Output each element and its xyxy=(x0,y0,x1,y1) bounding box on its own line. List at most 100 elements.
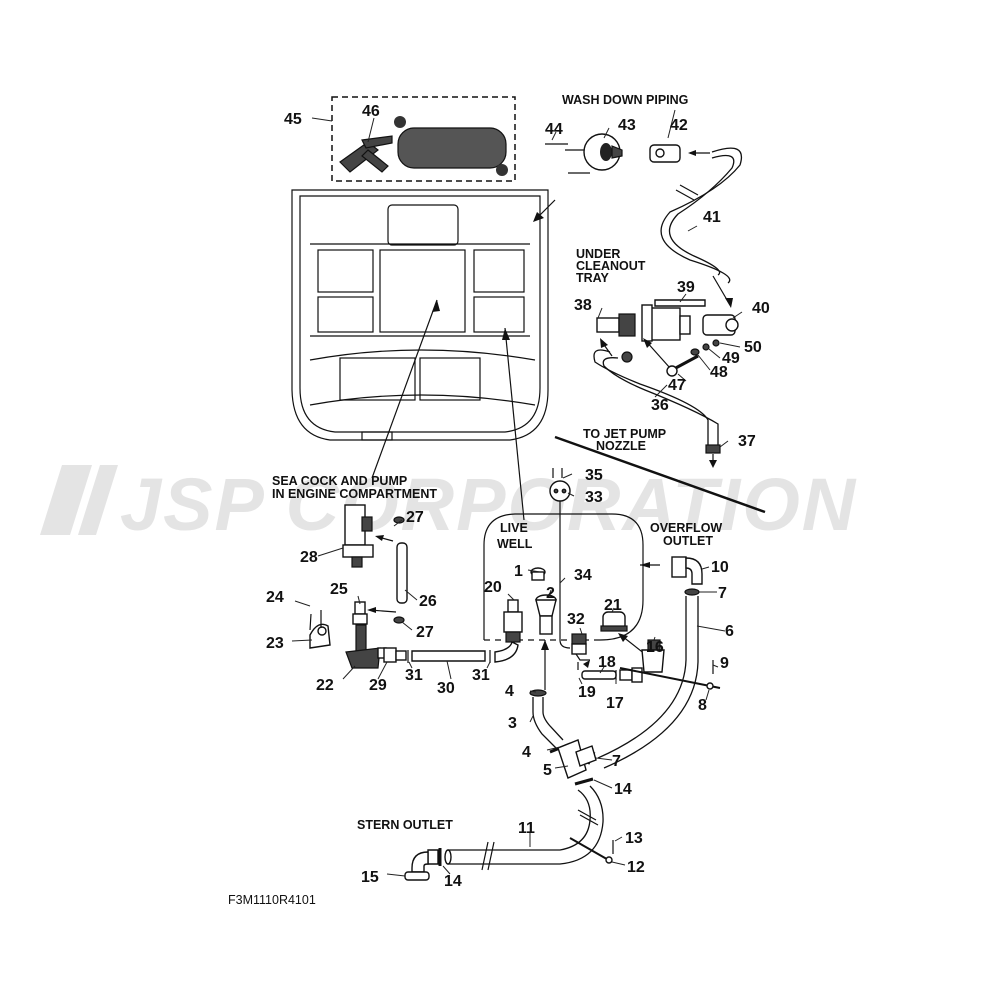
callout-22: 22 xyxy=(316,677,334,694)
caption-overflow-1: OVERFLOW xyxy=(650,521,722,535)
callout-8: 8 xyxy=(698,697,707,714)
hose-18 xyxy=(581,670,617,680)
callout-18: 18 xyxy=(598,654,616,671)
caption-stern-outlet: STERN OUTLET xyxy=(357,818,453,832)
boat-hull xyxy=(291,189,549,441)
coiled-hose-icon xyxy=(394,116,508,176)
callout-14: 14 xyxy=(444,873,462,890)
hose-26 xyxy=(396,542,408,604)
caption-sea-cock-1: SEA COCK AND PUMP xyxy=(272,474,407,488)
callout-28: 28 xyxy=(300,549,318,566)
callout-19: 19 xyxy=(578,684,596,701)
pump-28 xyxy=(342,504,374,568)
hose-30 xyxy=(411,650,486,662)
fitting-29 xyxy=(383,647,407,663)
fitting-25 xyxy=(352,601,368,625)
watermark: JSP CORPORATION xyxy=(40,463,857,546)
callout-20: 20 xyxy=(484,579,502,596)
hose-kit-box xyxy=(331,96,516,182)
connector-42 xyxy=(649,144,681,163)
thru-hull-2 xyxy=(535,594,557,635)
sea-cock-22 xyxy=(345,624,387,669)
callout-34: 34 xyxy=(574,567,592,584)
spray-nozzle-icon xyxy=(339,135,393,173)
callout-31: 31 xyxy=(405,667,423,684)
live-well-outline xyxy=(483,513,644,641)
callout-7: 7 xyxy=(718,585,727,602)
callout-48: 48 xyxy=(710,364,728,381)
callout-36: 36 xyxy=(651,397,669,414)
callout-42: 42 xyxy=(670,117,688,134)
callout-32: 32 xyxy=(567,611,585,628)
callout-37: 37 xyxy=(738,433,756,450)
leader-live-well xyxy=(504,327,525,521)
valve-20 xyxy=(503,599,523,643)
callout-39: 39 xyxy=(677,279,695,296)
callout-38: 38 xyxy=(574,297,592,314)
callout-46: 46 xyxy=(362,103,380,120)
caption-overflow-2: OUTLET xyxy=(663,534,713,548)
callout-35: 35 xyxy=(585,467,603,484)
caption-sea-cock-2: IN ENGINE COMPARTMENT xyxy=(272,487,437,501)
strainer-21 xyxy=(600,611,628,632)
callout-7: 7 xyxy=(612,753,621,770)
quick-connect-40 xyxy=(702,314,739,336)
fitting-1 xyxy=(530,567,546,581)
callout-25: 25 xyxy=(330,581,348,598)
callout-9: 9 xyxy=(720,655,729,672)
fitting-32 xyxy=(571,633,590,661)
cleanout-group xyxy=(593,275,743,468)
callout-29: 29 xyxy=(369,677,387,694)
callout-12: 12 xyxy=(627,859,645,876)
callout-40: 40 xyxy=(752,300,770,317)
callout-21: 21 xyxy=(604,597,622,614)
callout-50: 50 xyxy=(744,339,762,356)
callout-24: 24 xyxy=(266,589,284,606)
callout-27: 27 xyxy=(416,624,434,641)
callout-17: 17 xyxy=(606,695,624,712)
callout-27: 27 xyxy=(406,509,424,526)
callout-23: 23 xyxy=(266,635,284,652)
callout-15: 15 xyxy=(361,869,379,886)
section-divider xyxy=(554,435,766,514)
caption-to-jet-2: NOZZLE xyxy=(596,439,646,453)
callout-11: 11 xyxy=(518,820,535,837)
callouts: 1 2 3 4 4 5 6 7 7 8 9 10 11 12 13 14 14 … xyxy=(266,103,770,890)
callout-33: 33 xyxy=(585,489,603,506)
wash-down-group xyxy=(545,109,742,284)
callout-1: 1 xyxy=(514,563,523,580)
live-well-group xyxy=(483,468,665,690)
caption-under-cleanout-3: TRAY xyxy=(576,271,610,285)
caption-to-jet-1: TO JET PUMP xyxy=(583,427,666,441)
callout-5: 5 xyxy=(543,762,552,779)
captions: WASH DOWN PIPING UNDER CLEANOUT TRAY TO … xyxy=(228,93,722,907)
callout-3: 3 xyxy=(508,715,517,732)
callout-43: 43 xyxy=(618,117,636,134)
bracket-23 xyxy=(309,623,331,649)
callout-16: 16 xyxy=(646,639,664,656)
watermark-text: JSP CORPORATION xyxy=(120,463,857,546)
bolt-47 xyxy=(666,354,699,377)
callout-44: 44 xyxy=(545,121,563,138)
elbow-15 xyxy=(404,849,439,881)
callout-13: 13 xyxy=(625,830,643,847)
hose-barb-38 xyxy=(596,313,636,337)
elbow-10 xyxy=(671,556,703,585)
callout-31: 31 xyxy=(472,667,490,684)
callout-26: 26 xyxy=(419,593,437,610)
callout-6: 6 xyxy=(725,623,734,640)
caption-live-well-1: LIVE xyxy=(500,521,528,535)
callout-10: 10 xyxy=(711,559,729,576)
callout-14: 14 xyxy=(614,781,632,798)
diagram-code: F3M1110R4101 xyxy=(228,893,316,907)
caption-under-cleanout-2: CLEANOUT xyxy=(576,259,646,273)
caption-under-cleanout-1: UNDER xyxy=(576,247,620,261)
ball-valve-39 xyxy=(641,299,706,342)
screws-44 xyxy=(545,143,590,174)
callout-45: 45 xyxy=(284,111,302,128)
tee-5 xyxy=(557,739,597,779)
callout-41: 41 xyxy=(703,209,721,226)
plate-33 xyxy=(549,480,571,502)
callout-30: 30 xyxy=(437,680,455,697)
